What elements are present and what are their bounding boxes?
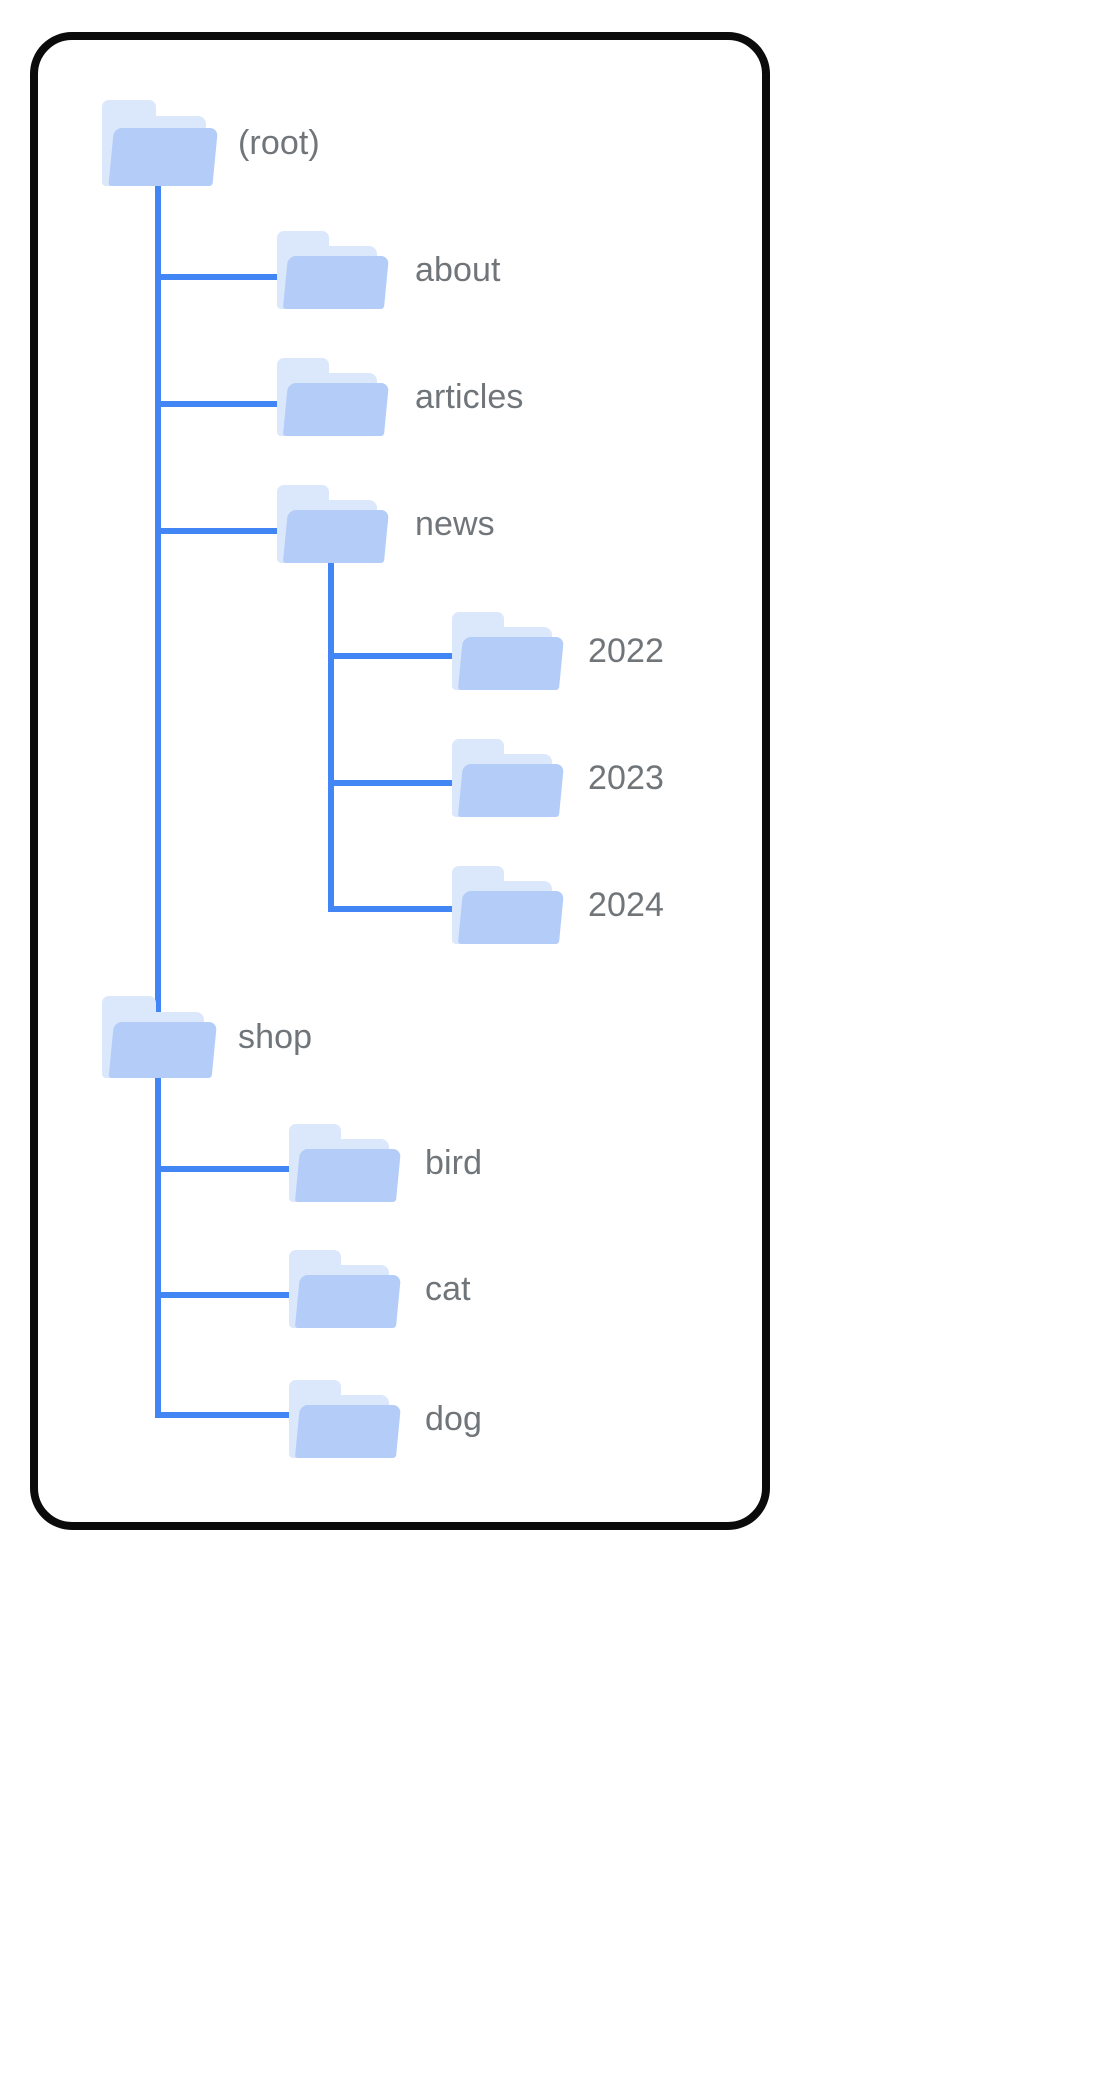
edge-root-about <box>155 274 283 280</box>
tree-node-shop[interactable]: shop <box>100 996 312 1078</box>
folder-icon <box>275 485 391 563</box>
tree-node-label: articles <box>415 377 524 416</box>
tree-node-label: cat <box>425 1269 471 1308</box>
tree-node-about[interactable]: about <box>275 231 501 309</box>
folder-icon <box>275 231 391 309</box>
edge-shop-dog <box>155 1412 295 1418</box>
folder-icon <box>100 100 220 186</box>
tree-node-label: bird <box>425 1143 483 1182</box>
edge-root-trunk <box>155 182 161 1014</box>
edge-news-trunk <box>328 560 334 912</box>
folder-icon <box>287 1250 403 1328</box>
tree-node-2023[interactable]: 2023 <box>450 739 664 817</box>
tree-node-label: dog <box>425 1399 483 1438</box>
tree-node-label: 2022 <box>588 631 665 670</box>
folder-icon <box>450 739 566 817</box>
tree-node-label: shop <box>238 1017 313 1056</box>
folder-icon <box>450 866 566 944</box>
tree-node-root[interactable]: (root) <box>100 100 320 186</box>
folder-icon <box>100 996 220 1078</box>
edge-shop-cat <box>155 1292 295 1298</box>
folder-icon <box>287 1380 403 1458</box>
tree-node-news[interactable]: news <box>275 485 495 563</box>
edge-news-2022 <box>328 653 460 659</box>
tree-node-bird[interactable]: bird <box>287 1124 482 1202</box>
tree-node-2024[interactable]: 2024 <box>450 866 664 944</box>
tree-node-label: 2024 <box>588 885 665 924</box>
tree-node-articles[interactable]: articles <box>275 358 524 436</box>
folder-icon <box>275 358 391 436</box>
edge-news-2023 <box>328 780 460 786</box>
tree-node-2022[interactable]: 2022 <box>450 612 664 690</box>
tree-node-label: 2023 <box>588 758 665 797</box>
edge-shop-bird <box>155 1166 295 1172</box>
tree-node-label: news <box>415 504 495 543</box>
folder-icon <box>287 1124 403 1202</box>
tree-node-label: about <box>415 250 501 289</box>
edge-shop-trunk <box>155 1072 161 1418</box>
tree-node-dog[interactable]: dog <box>287 1380 482 1458</box>
folder-icon <box>450 612 566 690</box>
tree-node-cat[interactable]: cat <box>287 1250 471 1328</box>
edge-news-2024 <box>328 906 460 912</box>
tree-node-label: (root) <box>238 123 320 162</box>
edge-root-news <box>155 528 283 534</box>
edge-root-articles <box>155 401 283 407</box>
